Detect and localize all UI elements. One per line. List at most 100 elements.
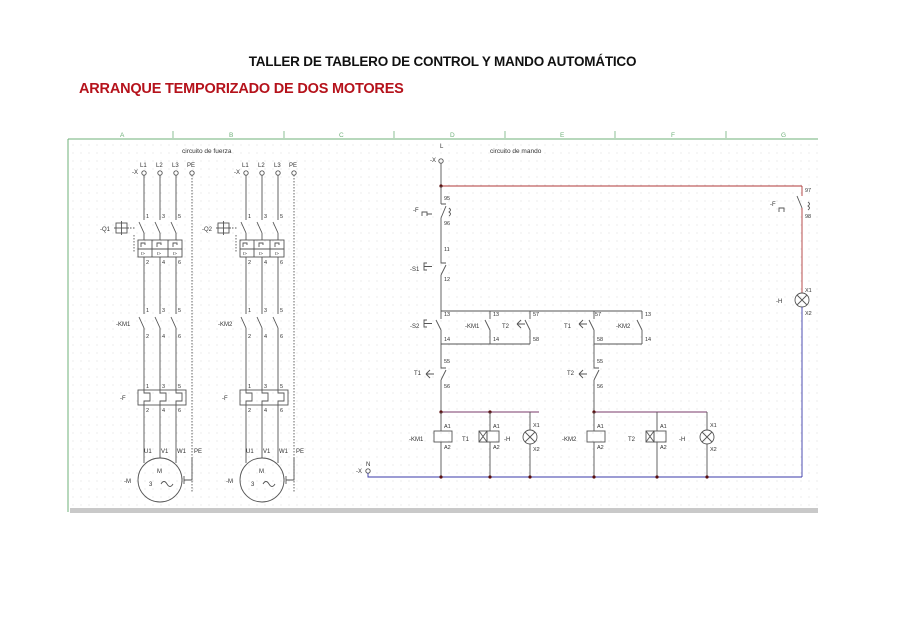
start-button-tag: -S2 bbox=[410, 324, 420, 330]
svg-text:1: 1 bbox=[146, 384, 149, 390]
terminal-number: A1 bbox=[493, 424, 500, 430]
contact-number: 97 bbox=[805, 188, 811, 194]
motor-terminal: W1 bbox=[279, 449, 289, 455]
motor-terminal: V1 bbox=[161, 449, 169, 455]
contact-number: 55 bbox=[444, 359, 450, 365]
contact-number: 58 bbox=[597, 337, 603, 343]
control-section-label: circuito de mando bbox=[490, 148, 542, 155]
contact-number: 96 bbox=[444, 221, 450, 227]
svg-text:4: 4 bbox=[264, 408, 267, 414]
timer-contact-tag: T1 bbox=[564, 324, 572, 330]
svg-text:6: 6 bbox=[280, 260, 283, 266]
lamp-tag: -H bbox=[679, 437, 685, 443]
terminal-number: X1 bbox=[805, 288, 812, 294]
svg-text:1: 1 bbox=[146, 308, 149, 314]
phase-label: L1 bbox=[140, 163, 147, 169]
coil-km1-icon bbox=[433, 430, 453, 443]
page-title: TALLER DE TABLERO DE CONTROL Y MANDO AUT… bbox=[0, 54, 905, 69]
svg-text:4: 4 bbox=[264, 260, 267, 266]
svg-text:2: 2 bbox=[248, 408, 251, 414]
column-label: A bbox=[120, 132, 125, 139]
contact-number: 14 bbox=[645, 337, 651, 343]
column-label: E bbox=[560, 132, 565, 139]
coil-tag: -KM2 bbox=[562, 437, 577, 443]
contact-number: 1 bbox=[146, 214, 149, 220]
timer-icon bbox=[578, 319, 587, 329]
supply-label: N bbox=[366, 462, 370, 468]
stop-button-tag: -S1 bbox=[410, 267, 420, 273]
contactor-tag: -KM1 bbox=[465, 324, 480, 330]
timer-icon bbox=[578, 369, 587, 379]
terminal-number: X1 bbox=[710, 423, 717, 429]
power-section-label: circuito de fuerza bbox=[182, 148, 232, 155]
terminal-number: A2 bbox=[493, 445, 500, 451]
svg-text:5: 5 bbox=[280, 384, 283, 390]
contact-number: 56 bbox=[444, 384, 450, 390]
svg-text:4: 4 bbox=[162, 260, 165, 266]
svg-text:3: 3 bbox=[264, 214, 267, 220]
svg-text:2: 2 bbox=[146, 334, 149, 340]
contact-number: 13 bbox=[645, 312, 651, 318]
terminal-number: X2 bbox=[805, 311, 812, 317]
contact-number: 55 bbox=[597, 359, 603, 365]
svg-text:2: 2 bbox=[146, 408, 149, 414]
contact-number: 56 bbox=[597, 384, 603, 390]
coil-km2-icon bbox=[586, 430, 606, 443]
svg-text:6: 6 bbox=[178, 260, 181, 266]
terminal-tag: -X bbox=[430, 158, 436, 164]
svg-text:6: 6 bbox=[178, 334, 181, 340]
svg-text:5: 5 bbox=[280, 214, 283, 220]
svg-text:I>: I> bbox=[157, 251, 161, 256]
svg-text:I>: I> bbox=[141, 251, 145, 256]
phase-label: PE bbox=[187, 163, 195, 169]
column-label: C bbox=[339, 132, 344, 139]
svg-text:3: 3 bbox=[162, 308, 165, 314]
control-circuit: L -X 95 -F 96 11 -S1 12 13 -S2 14 13 -KM… bbox=[356, 144, 812, 479]
timer-icon bbox=[425, 369, 434, 379]
svg-text:2: 2 bbox=[248, 260, 251, 266]
contact-number: 98 bbox=[805, 214, 811, 220]
svg-text:4: 4 bbox=[162, 334, 165, 340]
overload-tag: -F bbox=[120, 396, 126, 402]
dot-grid bbox=[68, 139, 818, 509]
lamp-tag: -H bbox=[776, 299, 782, 305]
overload-tag: -F bbox=[770, 202, 776, 208]
breaker-tag: -Q1 bbox=[100, 227, 111, 233]
motor-tag: -M bbox=[226, 479, 233, 485]
contact-number: 58 bbox=[533, 337, 539, 343]
motor-phases: 3 bbox=[251, 482, 255, 488]
phase-label: L2 bbox=[258, 163, 265, 169]
contact-number: 14 bbox=[444, 337, 450, 343]
svg-text:5: 5 bbox=[280, 308, 283, 314]
contact-number: 57 bbox=[533, 312, 539, 318]
contactor-tag: -KM2 bbox=[616, 324, 631, 330]
phase-label: L2 bbox=[156, 163, 163, 169]
svg-text:6: 6 bbox=[280, 408, 283, 414]
column-label: B bbox=[229, 132, 233, 139]
column-label: G bbox=[781, 132, 786, 139]
svg-text:3: 3 bbox=[264, 384, 267, 390]
motor-symbol: M bbox=[157, 469, 162, 475]
motor-terminal: U1 bbox=[144, 449, 152, 455]
contactor-tag: -KM2 bbox=[218, 322, 233, 328]
thermal-trip-icon bbox=[778, 207, 785, 212]
phase-label: L3 bbox=[274, 163, 281, 169]
coil-tag: T2 bbox=[628, 437, 636, 443]
svg-text:5: 5 bbox=[178, 384, 181, 390]
timer-contact-tag: T2 bbox=[567, 371, 575, 377]
motor-terminal: U1 bbox=[246, 449, 254, 455]
motor-symbol: M bbox=[259, 469, 264, 475]
pushbutton-icon bbox=[423, 262, 432, 271]
svg-text:4: 4 bbox=[264, 334, 267, 340]
bottom-scrollbar bbox=[70, 508, 818, 513]
terminal-tag: -X bbox=[356, 469, 362, 475]
breaker-tag: -Q2 bbox=[202, 227, 213, 233]
svg-text:I>: I> bbox=[259, 251, 263, 256]
supply-label: L bbox=[440, 144, 444, 150]
motor-terminal: PE bbox=[194, 449, 202, 455]
overload-tag: -F bbox=[413, 208, 419, 214]
electrical-diagram: A B C D E F G circuito de fuerza circuit… bbox=[64, 128, 824, 520]
timer-contact-tag: T1 bbox=[414, 371, 422, 377]
terminal-number: A2 bbox=[444, 445, 451, 451]
phase-label: L3 bbox=[172, 163, 179, 169]
